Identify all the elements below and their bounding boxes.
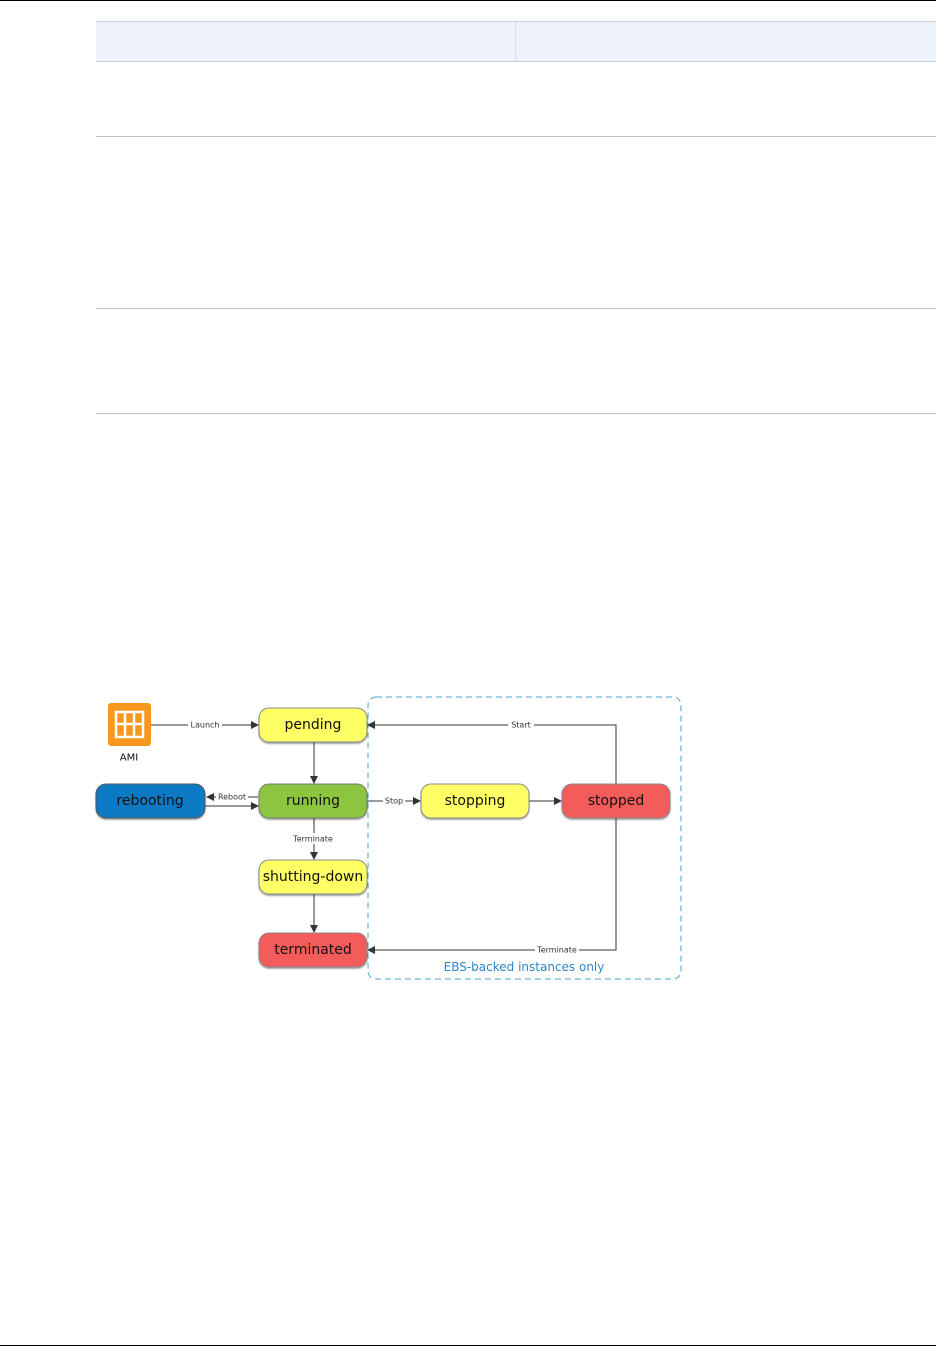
ebs-group-label: EBS-backed instances only [444,960,605,974]
state-stopped: stopped [561,783,671,819]
state-running: running [258,783,368,819]
state-terminated: terminated [258,932,368,968]
table-cell [96,309,516,413]
table-header-cell [516,22,936,61]
start-arrow [367,721,617,784]
start-label-bg [508,720,534,730]
ami-label: AMI [120,753,138,764]
stop-label-bg [383,796,405,806]
bottom-rule [0,1345,936,1346]
state-shutting-down: shutting-down [258,859,368,895]
state-rebooting: rebooting [95,783,206,819]
document-table [96,21,936,414]
terminate-stopped-label: Terminate [536,946,577,955]
terminate-running-label-bg [290,833,336,844]
table-cell [96,137,516,308]
table-header-cell [96,22,516,61]
state-stopping: stopping [420,783,530,819]
terminate-running-label: Terminate [292,835,333,844]
top-rule [0,0,936,1]
launch-label-bg [188,719,222,730]
table-header-row [96,21,936,62]
table-cell [516,62,936,136]
state-terminated-label: terminated [274,942,352,958]
state-rebooting-label: rebooting [116,793,183,809]
stop-label: Stop [385,797,403,806]
reboot-label-bg [216,792,248,802]
launch-label: Launch [191,721,220,730]
ami-icon [108,703,151,746]
state-running-label: running [286,793,340,809]
ebs-group-box [367,696,682,980]
state-shutting-down-label: shutting-down [263,869,364,885]
table-row [96,309,936,414]
table-cell [516,309,936,413]
start-label: Start [511,721,531,730]
terminate-stopped-label-bg [535,945,579,955]
table-row [96,137,936,309]
state-pending-label: pending [285,717,342,733]
state-pending: pending [258,707,368,743]
reboot-label: Reboot [218,793,246,802]
table-cell [96,62,516,136]
table-row [96,62,936,137]
table-cell [516,137,936,308]
terminate-from-stopped-arrow [367,818,617,954]
state-stopping-label: stopping [445,793,506,809]
state-stopped-label: stopped [588,793,645,809]
